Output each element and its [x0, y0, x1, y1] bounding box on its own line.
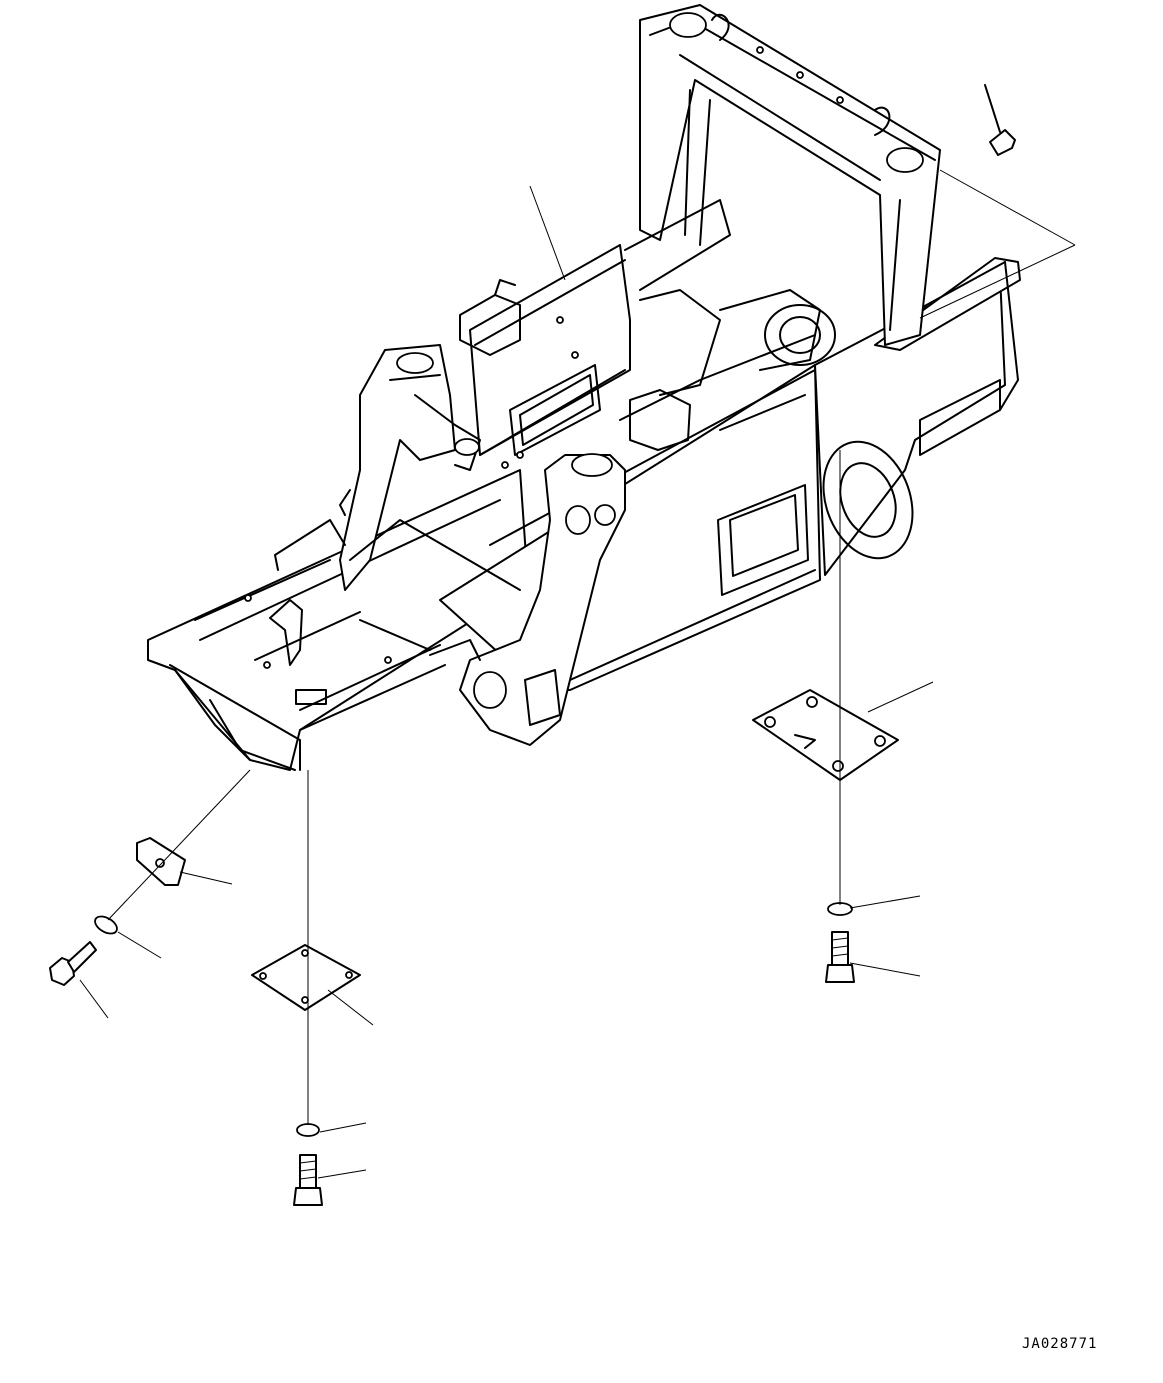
- center-washer: [296, 1123, 320, 1137]
- center-bolt: [293, 1154, 323, 1206]
- plug-part: [984, 84, 1016, 156]
- revolving-frame: [147, 4, 1021, 771]
- drawing-id-label: JA028771: [1022, 1336, 1098, 1352]
- left-bolt: [49, 941, 97, 986]
- left-cover-plate: [136, 837, 186, 886]
- left-washer: [94, 915, 118, 935]
- center-cover-plate: [251, 944, 361, 1011]
- right-bolt: [825, 931, 855, 983]
- right-cover-plate: [752, 689, 899, 781]
- leader-lines: [79, 169, 1076, 1179]
